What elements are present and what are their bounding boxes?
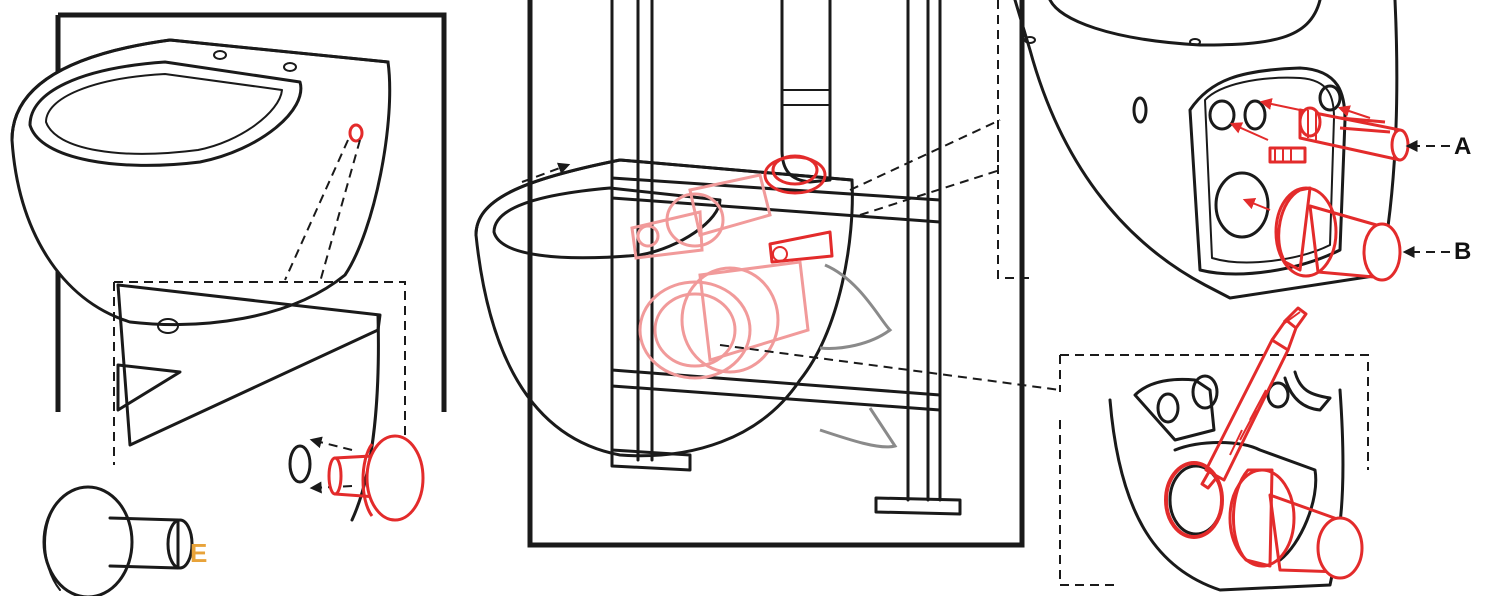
mounting-hole-highlight <box>348 123 364 143</box>
sealant-ring <box>1164 461 1224 539</box>
zoom-box-left <box>113 281 406 465</box>
toilet-rear-view <box>1013 0 1399 300</box>
bottom-right-panel <box>1059 306 1369 592</box>
part-e-illustration <box>42 485 194 599</box>
sealant-detail <box>1108 306 1364 592</box>
toilet-bowl-left <box>10 38 392 326</box>
flush-pipe <box>780 0 832 184</box>
insert-direction-arrow <box>521 162 571 183</box>
top-right-panel <box>997 0 1450 300</box>
wall-frame <box>610 0 962 516</box>
connectors-center <box>630 154 898 449</box>
connector-a <box>1229 98 1450 164</box>
left-panel <box>10 12 447 599</box>
center-panel-frame <box>527 0 1025 548</box>
callout-b-label: B <box>1454 238 1472 265</box>
callout-a-label: A <box>1454 133 1472 160</box>
hole-cover-cap <box>288 434 425 522</box>
center-panel <box>474 0 1061 548</box>
part-e-label: E <box>190 538 208 568</box>
connector-b <box>1242 186 1450 282</box>
